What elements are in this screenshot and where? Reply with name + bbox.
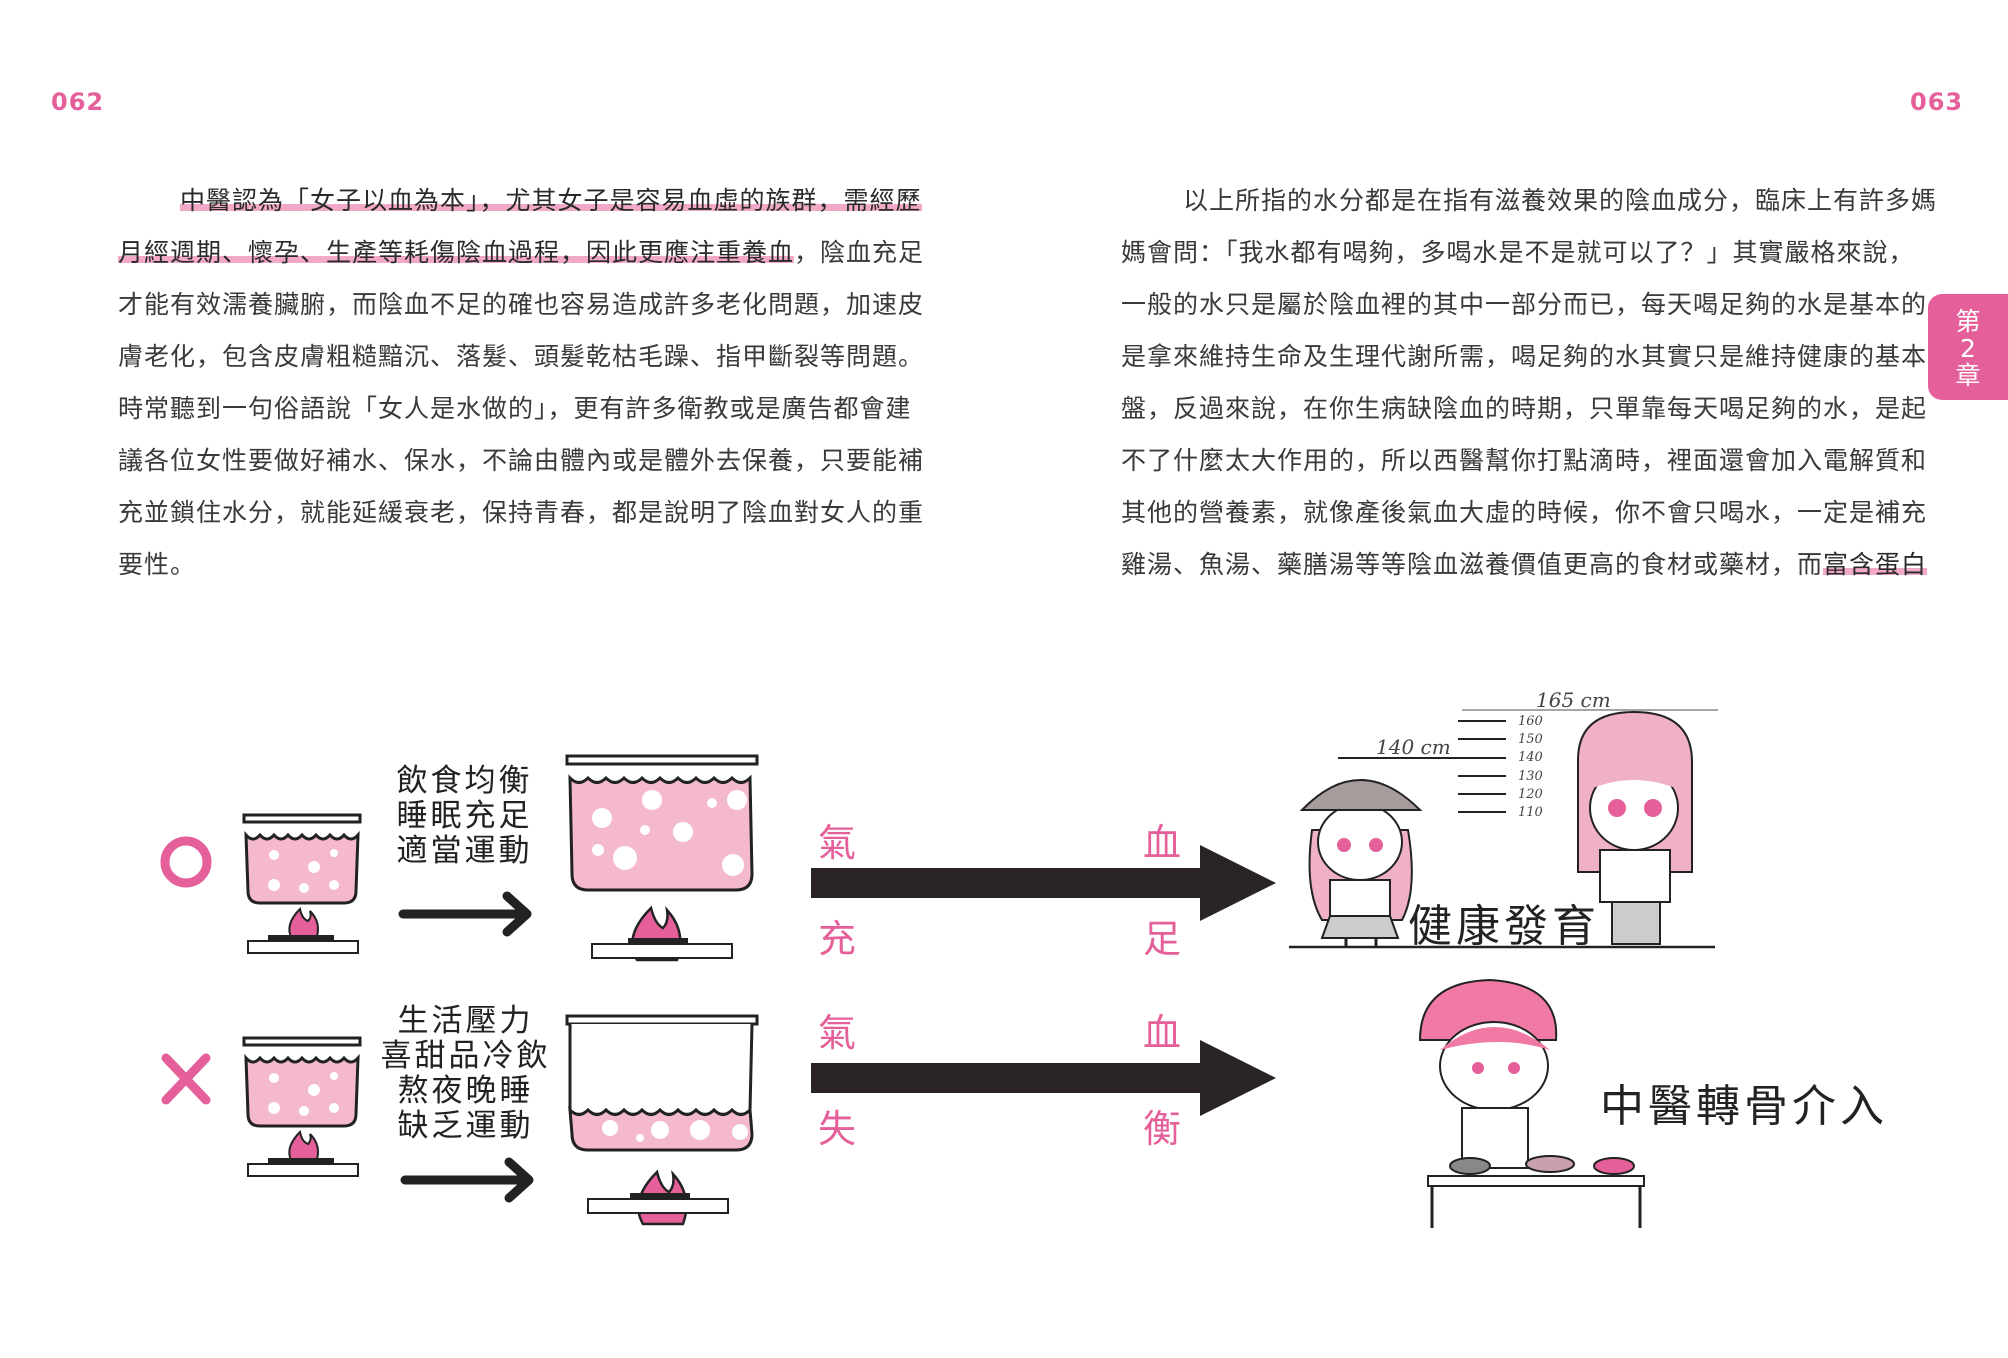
text-line: 充並鎖住水分，就能延緩衰老，保持青春，都是說明了陰血對女人的重: [118, 498, 925, 527]
tall-girl-illustration: [1577, 710, 1693, 945]
bad-habits-list: 生活壓力 喜甜品冷飲 熬夜晚睡 缺乏運動: [378, 1004, 553, 1144]
habit-item: 熬夜晚睡: [397, 1073, 534, 1109]
text-span: ，陰血充足: [794, 238, 925, 267]
chapter-tab: 第 2 章: [1928, 294, 2008, 400]
text-line: 以上所指的水分都是在指有滋養效果的陰血成分，臨床上有許多媽: [1183, 186, 1938, 215]
chapter-tab-text: 第: [1955, 307, 1981, 336]
label-qi: 氣: [818, 1011, 857, 1055]
label-xue: 血: [1143, 1011, 1182, 1055]
label-xue: 血: [1143, 821, 1182, 865]
text-line: 要性。: [118, 550, 197, 579]
habit-item: 適當運動: [396, 833, 533, 869]
text-line: 媽會問：「我水都有喝夠，多喝水是不是就可以了？」其實嚴格來說，: [1121, 238, 1915, 267]
height-scale-labels: 160 150 140 130 120 110: [1518, 714, 1543, 820]
height-label-tall: 165 cm: [1536, 688, 1611, 712]
height-chart: [1338, 709, 1718, 813]
result-healthy-growth: 健康發育: [1408, 901, 1600, 952]
text-line: 月經週期、懷孕、生產等耗傷陰血過程，因此更應注重養血，陰血充足: [118, 227, 923, 279]
small-pot-icon: [242, 813, 362, 955]
low-pot-icon: [565, 1014, 759, 1226]
height-scale-label: 130: [1518, 769, 1543, 784]
full-pot-icon: [565, 754, 759, 962]
arrow-icon: [398, 891, 532, 937]
text-line: 是拿來維持生命及生理代謝所需，喝足夠的水其實只是維持健康的基本: [1121, 342, 1928, 371]
label-heng: 衡: [1143, 1107, 1182, 1151]
correct-circle-icon: [160, 836, 212, 888]
height-scale-label: 160: [1518, 714, 1543, 729]
right-text-column: 以上所指的水分都是在指有滋養效果的陰血成分，臨床上有許多媽 媽會問：「我水都有喝…: [1121, 175, 1954, 591]
boy-eating-illustration: [1418, 978, 1645, 1228]
habit-item: 喜甜品冷飲: [380, 1038, 551, 1074]
label-chong: 充: [818, 917, 857, 961]
text-span: 雞湯、魚湯、藥膳湯等等陰血滋養價值更高的食材或藥材，而: [1121, 550, 1824, 579]
height-label-short: 140 cm: [1376, 735, 1451, 759]
text-line: 時常聽到一句俗語說「女人是水做的」，更有許多衛教或是廣告都會建: [118, 394, 912, 423]
text-line: 不了什麼太大作用的，所以西醫幫你打點滴時，裡面還會加入電解質和: [1121, 446, 1928, 475]
result-tcm-intervention: 中醫轉骨介入: [1600, 1081, 1888, 1132]
big-arrow-good: [811, 845, 1276, 921]
text-line: 才能有效濡養臟腑，而陰血不足的確也容易造成許多老化問題，加速皮: [118, 290, 925, 319]
label-zu: 足: [1143, 917, 1182, 961]
height-scale-label: 150: [1518, 732, 1543, 747]
page-number-right: 063: [1910, 88, 1964, 116]
text-line: 中醫認為「女子以血為本」，尤其女子是容易血虛的族群，需經歷: [118, 175, 922, 227]
highlighted-text: 富含蛋白: [1823, 550, 1928, 579]
chapter-tab-number: 2: [1960, 334, 1976, 363]
text-line: 議各位女性要做好補水、保水，不論由體內或是體外去保養，只要能補: [118, 446, 925, 475]
good-habits-list: 飲食均衡 睡眠充足 適當運動: [392, 764, 537, 869]
chapter-tab-text: 章: [1955, 361, 1981, 390]
big-arrow-bad: [811, 1040, 1276, 1116]
wrong-cross-icon: [161, 1053, 211, 1105]
small-pot-icon: [242, 1036, 362, 1178]
habit-item: 睡眠充足: [396, 798, 533, 834]
text-line: 盤，反過來說，在你生病缺陰血的時期，只單靠每天喝足夠的水，是起: [1121, 394, 1928, 423]
highlighted-text: 中醫認為「女子以血為本」，尤其女子是容易血虛的族群，需經歷: [180, 186, 922, 215]
text-line: 其他的營養素，就像產後氣血大虛的時候，你不會只喝水，一定是補充: [1121, 498, 1928, 527]
habit-item: 缺乏運動: [397, 1108, 534, 1144]
arrow-icon: [400, 1157, 534, 1203]
height-scale-label: 110: [1518, 805, 1543, 820]
left-text-column: 中醫認為「女子以血為本」，尤其女子是容易血虛的族群，需經歷 月經週期、懷孕、生產…: [118, 175, 925, 591]
text-line: 膚老化，包含皮膚粗糙黯沉、落髮、頭髮乾枯毛躁、指甲斷裂等問題。: [118, 342, 925, 371]
page-number-left: 062: [51, 88, 105, 116]
short-girl-illustration: [1299, 779, 1423, 946]
highlighted-text: 月經週期、懷孕、生產等耗傷陰血過程，因此更應注重養血: [118, 238, 795, 267]
text-line: 雞湯、魚湯、藥膳湯等等陰血滋養價值更高的食材或藥材，而富含蛋白: [1121, 539, 1928, 591]
height-scale-label: 140: [1518, 750, 1543, 765]
height-scale-label: 120: [1518, 787, 1543, 802]
label-shi: 失: [818, 1107, 857, 1151]
habit-item: 生活壓力: [397, 1003, 534, 1039]
text-line: 一般的水只是屬於陰血裡的其中一部分而已，每天喝足夠的水是基本的，: [1121, 290, 1954, 319]
habit-item: 飲食均衡: [396, 763, 533, 799]
label-qi: 氣: [818, 821, 857, 865]
